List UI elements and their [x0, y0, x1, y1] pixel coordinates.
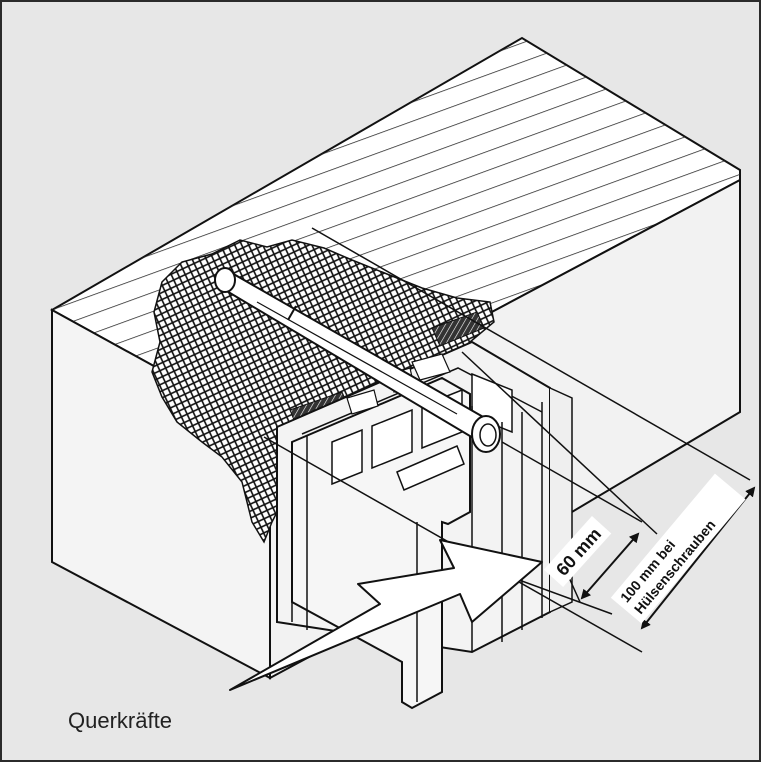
- anchor-screw: [214, 267, 501, 453]
- dimension-arrow-short: [580, 532, 640, 600]
- diagram-caption: Querkräfte: [68, 708, 172, 733]
- block-arrow-icon: [229, 539, 543, 691]
- dimension-label-100mm: 100 mm bei Hülsenschrauben: [610, 473, 746, 624]
- foam-strip-right: [431, 311, 485, 347]
